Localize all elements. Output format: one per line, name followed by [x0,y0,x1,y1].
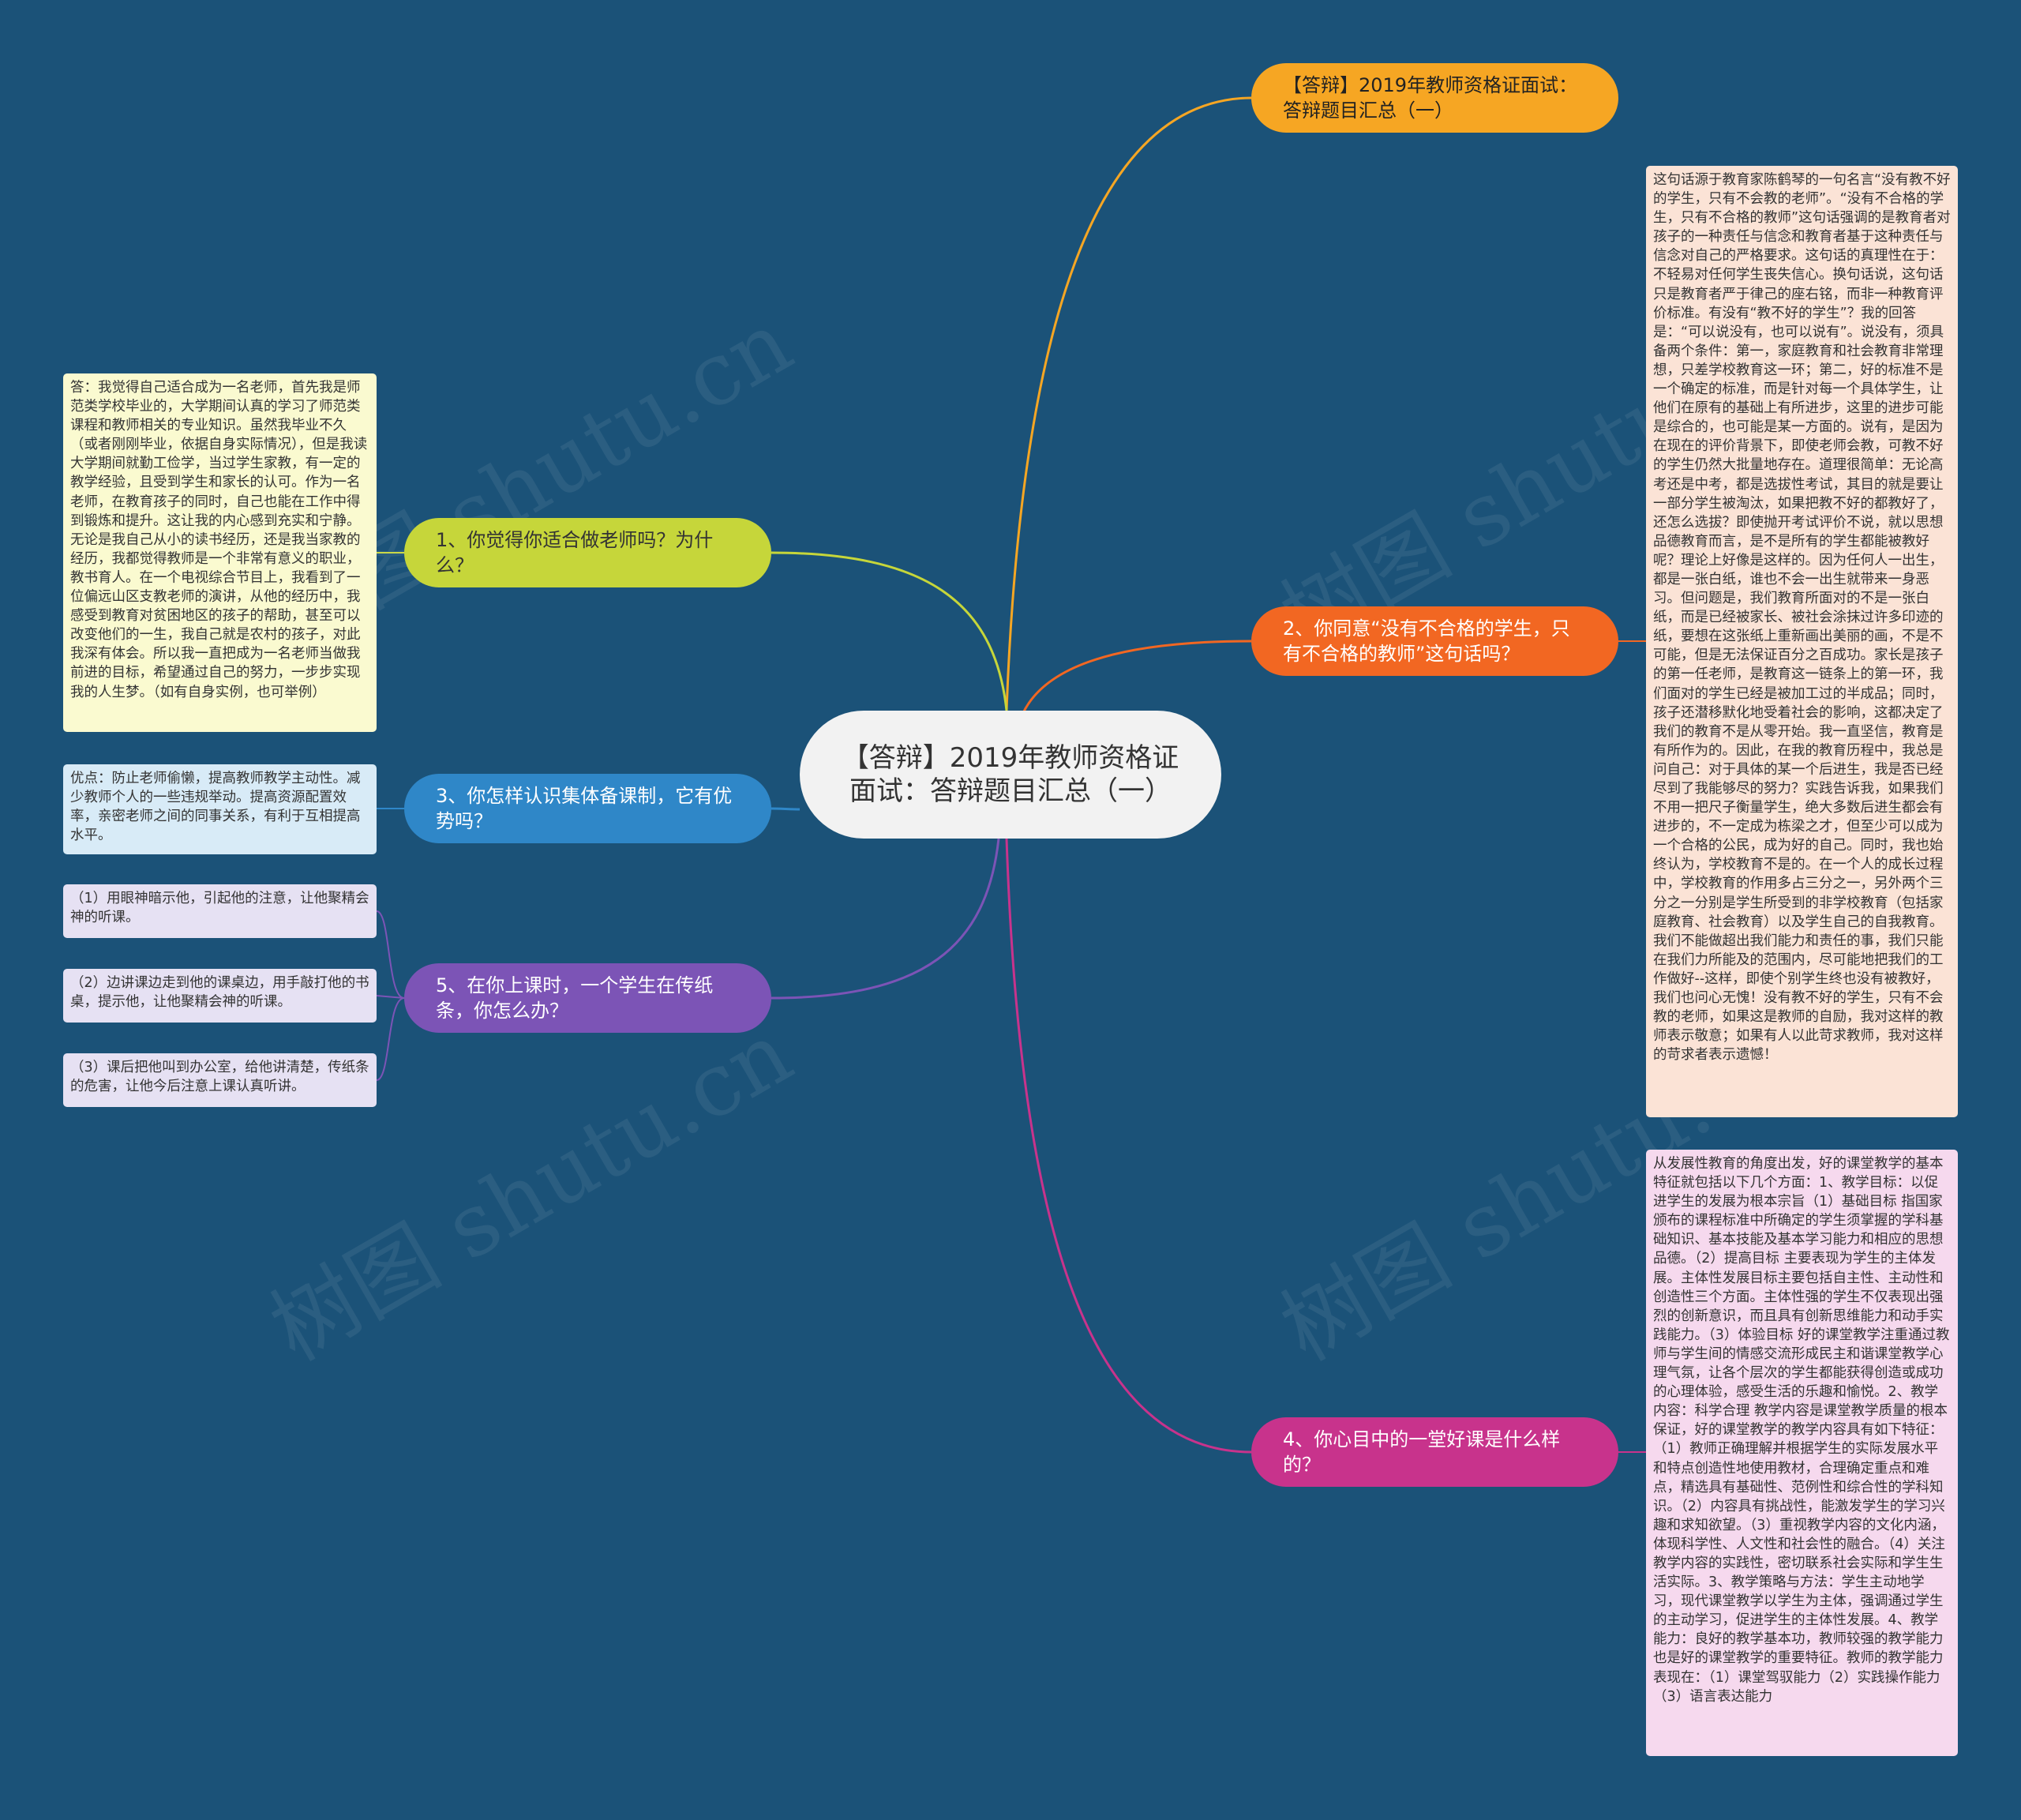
note-answer-q5-2[interactable]: （2）边讲课边走到他的课桌边，用手敲打他的书桌，提示他，让他聚精会神的听课。 [63,969,377,1023]
topic-q4[interactable]: 4、你心目中的一堂好课是什么样的？ [1251,1417,1618,1487]
topic-q1[interactable]: 1、你觉得你适合做老师吗？为什么？ [404,518,771,587]
central-topic[interactable]: 【答辩】2019年教师资格证面试：答辩题目汇总（一） [800,711,1221,839]
topic-q3[interactable]: 3、你怎样认识集体备课制，它有优势吗？ [404,774,771,843]
note-answer-q5-1[interactable]: （1）用眼神暗示他，引起他的注意，让他聚精会神的听课。 [63,884,377,938]
topic-label: 1、你觉得你适合做老师吗？为什么？ [436,529,714,576]
note-text: （3）课后把他叫到办公室，给他讲清楚，传纸条的危害，让他今后注意上课认真听讲。 [70,1060,369,1095]
link-q5-sub1 [376,910,405,999]
note-text: 优点：防止老师偷懒，提高教师教学主动性。减少教师个人的一些违规举动。提高资源配置… [70,771,361,844]
link-to-q4 [1005,838,1252,1454]
note-text: 从发展性教育的角度出发，好的课堂教学的基本特征就包括以下几个方面：1、教学目标：… [1653,1156,1950,1705]
note-text: 答：我觉得自己适合成为一名老师，首先我是师范类学校毕业的，大学期间认真的学习了师… [70,380,368,700]
topic-q2[interactable]: 2、你同意“没有不合格的学生，只有不合格的教师”这句话吗？ [1251,606,1618,676]
link-to-q5 [771,838,1000,1000]
note-answer-q5-3[interactable]: （3）课后把他叫到办公室，给他讲清楚，传纸条的危害，让他今后注意上课认真听讲。 [63,1053,377,1107]
link-to-q2 [1021,640,1252,715]
link-to-title-node [1005,96,1252,711]
note-text: 这句话源于教育家陈鹤琴的一句名言“没有教不好的学生，只有不会教的老师”。“没有不… [1653,172,1951,1064]
note-answer-q2[interactable]: 这句话源于教育家陈鹤琴的一句名言“没有教不好的学生，只有不会教的老师”。“没有不… [1646,166,1958,1117]
topic-q5[interactable]: 5、在你上课时，一个学生在传纸条，你怎么办？ [404,963,771,1033]
link-to-q1 [771,551,1008,711]
note-answer-q4[interactable]: 从发展性教育的角度出发，好的课堂教学的基本特征就包括以下几个方面：1、教学目标：… [1646,1150,1958,1756]
note-answer-q3[interactable]: 优点：防止老师偷懒，提高教师教学主动性。减少教师个人的一些违规举动。提高资源配置… [63,764,377,854]
topic-label: 3、你怎样认识集体备课制，它有优势吗？ [436,785,733,832]
note-text: （2）边讲课边走到他的课桌边，用手敲打他的书桌，提示他，让他聚精会神的听课。 [70,975,369,1011]
topic-label: 2、你同意“没有不合格的学生，只有不合格的教师”这句话吗？ [1283,617,1570,665]
central-topic-label: 【答辩】2019年教师资格证面试：答辩题目汇总（一） [842,742,1179,807]
link-q5-sub3 [376,997,405,1081]
link-q5-sub2 [376,995,405,999]
topic-label: 4、你心目中的一堂好课是什么样的？ [1283,1428,1561,1476]
topic-title-node[interactable]: 【答辩】2019年教师资格证面试：答辩题目汇总（一） [1251,63,1618,133]
topic-label: 5、在你上课时，一个学生在传纸条，你怎么办？ [436,974,714,1022]
note-text: （1）用眼神暗示他，引起他的注意，让他聚精会神的听课。 [70,891,369,926]
topic-label: 【答辩】2019年教师资格证面试：答辩题目汇总（一） [1283,74,1578,122]
note-answer-q1[interactable]: 答：我觉得自己适合成为一名老师，首先我是师范类学校毕业的，大学期间认真的学习了师… [63,373,377,732]
